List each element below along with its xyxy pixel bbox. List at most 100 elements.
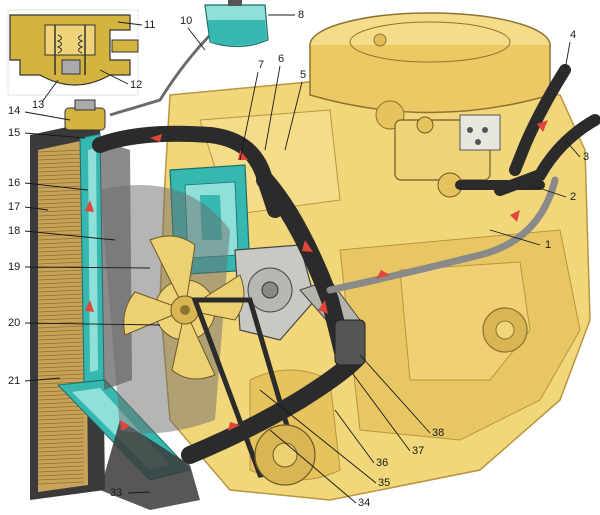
radiator-fin — [37, 465, 85, 469]
radiator-fin — [37, 369, 85, 373]
radiator-fin — [37, 281, 85, 285]
leader-line-11 — [117, 21, 143, 26]
leader-line-6 — [264, 65, 281, 151]
radiator-fin — [37, 153, 85, 157]
radiator-fin — [37, 309, 85, 313]
radiator-fin — [37, 325, 85, 329]
leader-line-35 — [259, 389, 377, 484]
radiator-fin — [37, 357, 85, 361]
leader-line-18 — [24, 230, 116, 241]
radiator-fin — [37, 469, 85, 473]
radiator-fin — [37, 345, 85, 349]
radiator-fin — [37, 177, 85, 181]
part-label-3: 3 — [583, 151, 589, 163]
part-label-37: 37 — [412, 445, 424, 457]
part-label-2: 2 — [570, 191, 576, 203]
radiator-fin — [37, 237, 85, 241]
radiator-fin — [37, 197, 85, 201]
leader-line-34 — [269, 429, 357, 504]
radiator-fin — [37, 365, 85, 369]
part-label-14: 14 — [8, 105, 20, 117]
radiator-fin — [37, 249, 85, 253]
part-label-38: 38 — [432, 427, 444, 439]
radiator-fin — [37, 189, 85, 193]
radiator-fin — [37, 317, 85, 321]
leader-line-37 — [349, 369, 411, 452]
coolant-hoses — [92, 28, 600, 464]
air-filter-housing — [309, 12, 551, 130]
part-label-19: 19 — [8, 261, 20, 273]
part-label-10: 10 — [180, 15, 192, 27]
radiator-fin — [37, 253, 85, 257]
part-label-4: 4 — [570, 29, 576, 41]
radiator-fin — [37, 157, 85, 161]
radiator-fin — [37, 349, 85, 353]
radiator-fin — [37, 413, 85, 417]
leader-line-16 — [24, 182, 89, 191]
part-label-35: 35 — [378, 477, 390, 489]
part-label-36: 36 — [376, 457, 388, 469]
leader-line-21 — [24, 377, 61, 382]
radiator-fin — [37, 269, 85, 273]
leader-line-15 — [24, 132, 86, 139]
part-label-17: 17 — [8, 201, 20, 213]
radiator-fin — [37, 473, 85, 477]
coolant-flow-arrows — [85, 120, 548, 431]
radiator-fin — [37, 457, 85, 461]
leader-line-4 — [564, 41, 571, 71]
radiator-fin — [37, 437, 85, 441]
leader-line-38 — [359, 354, 431, 434]
leader-line-2 — [529, 184, 567, 198]
radiator-fin — [37, 445, 85, 449]
part-number-labels: 1234567810111213141516171819202133343536… — [8, 9, 589, 509]
radiator-fin — [37, 217, 85, 221]
radiator-fin — [37, 149, 85, 153]
part-label-1: 1 — [545, 239, 551, 251]
radiator-fin — [37, 161, 85, 165]
radiator-fin — [37, 429, 85, 433]
part-label-11: 11 — [144, 19, 155, 31]
radiator-fin — [37, 293, 85, 297]
radiator-fin — [37, 273, 85, 277]
part-label-5: 5 — [300, 69, 306, 81]
part-label-6: 6 — [278, 53, 284, 65]
radiator-fin — [37, 193, 85, 197]
label-leader-lines — [24, 14, 581, 504]
radiator-fin — [37, 245, 85, 249]
radiator-fin — [37, 481, 85, 485]
radiator-fin — [37, 353, 85, 357]
radiator-fin — [37, 241, 85, 245]
radiator-fin — [37, 453, 85, 457]
radiator-cap-inset — [7, 9, 139, 96]
radiator-fin — [37, 209, 85, 213]
radiator-fin — [37, 229, 85, 233]
carburettor-assembly — [394, 114, 501, 198]
radiator-fin — [37, 417, 85, 421]
leader-line-7 — [239, 71, 259, 161]
leader-line-14 — [24, 111, 71, 121]
radiator-fin — [37, 261, 85, 265]
radiator-fin — [37, 329, 85, 333]
part-label-8: 8 — [298, 9, 304, 21]
radiator-fin — [37, 461, 85, 465]
leader-line-5 — [284, 81, 303, 151]
part-label-13: 13 — [32, 99, 44, 111]
leader-line-13 — [41, 79, 59, 103]
leader-line-1 — [489, 229, 541, 246]
part-label-21: 21 — [8, 375, 20, 387]
expansion-tank — [204, 0, 269, 48]
part-label-34: 34 — [358, 497, 370, 509]
leader-line-19 — [24, 266, 151, 269]
radiator-fin — [37, 333, 85, 337]
radiator-fin — [37, 313, 85, 317]
radiator-fin — [37, 373, 85, 377]
leader-line-36 — [334, 409, 375, 464]
part-label-12: 12 — [130, 79, 142, 91]
radiator-fin — [37, 221, 85, 225]
radiator-fin — [37, 409, 85, 413]
radiator-fin — [37, 181, 85, 185]
leader-line-12 — [99, 69, 129, 85]
leader-line-33 — [127, 491, 151, 494]
